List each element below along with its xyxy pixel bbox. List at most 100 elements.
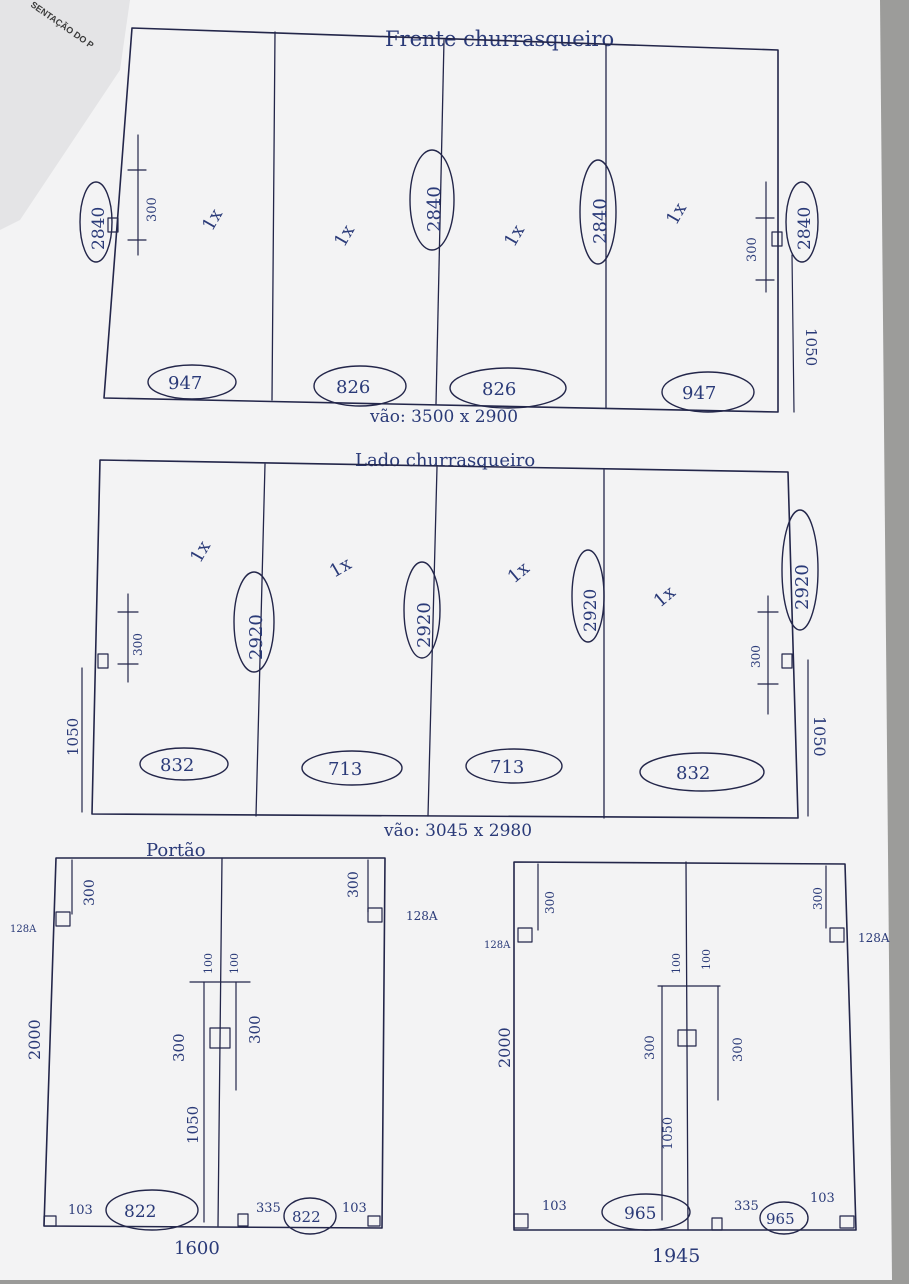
side-footer: vão: 3045 x 2980 xyxy=(383,821,532,841)
gate-right-leaf-2: 965 xyxy=(759,1201,809,1235)
front-width-2: 826 xyxy=(313,365,407,407)
gate-left-center-b: 100 xyxy=(228,953,241,974)
side-height-4: 2920 xyxy=(781,509,819,631)
side-handle-right: 1050 xyxy=(810,716,829,757)
front-handle-line xyxy=(791,254,795,413)
gate-right-hinge-right-label: 128A xyxy=(858,931,890,945)
gate-left-leaf-1: 822 xyxy=(105,1189,199,1231)
gate-left-handle: 1050 xyxy=(184,1106,202,1144)
gate-left-center-a: 100 xyxy=(202,953,215,974)
gate-left-hinge-left xyxy=(55,911,71,927)
gate-left-frame xyxy=(43,857,386,1229)
svg-text:2840: 2840 xyxy=(795,207,815,250)
gate-right-lock-b: 300 xyxy=(731,1037,746,1062)
svg-text:2840: 2840 xyxy=(89,207,109,250)
front-width-3: 826 xyxy=(449,367,567,409)
gate-right-center-b: 100 xyxy=(700,949,713,970)
svg-text:826: 826 xyxy=(336,377,370,398)
gate-right-corner-label-right: 103 xyxy=(810,1191,835,1206)
gate-left-title: Portão xyxy=(146,840,206,861)
gate-right-height: 2000 xyxy=(495,1027,514,1068)
front-title: Frente churrasqueiro xyxy=(385,27,614,51)
side-height-1: 2920 xyxy=(233,571,275,673)
gate-left-lock-box xyxy=(209,1027,231,1049)
gate-right-lock-a: 300 xyxy=(643,1035,658,1060)
gate-left-gap: 335 xyxy=(256,1201,281,1216)
gate-left-hinge-left-label: 128A xyxy=(10,924,37,935)
front-lock-left: 300 xyxy=(107,134,160,256)
gate-left-bolt xyxy=(237,1213,249,1227)
gate-right-corner-label-left: 103 xyxy=(542,1199,567,1214)
front-width-1: 947 xyxy=(147,364,237,400)
svg-text:832: 832 xyxy=(160,755,194,776)
front-frame xyxy=(103,27,779,413)
svg-text:822: 822 xyxy=(124,1202,156,1222)
front-divider-1 xyxy=(271,31,276,401)
front-handle-height: 1050 xyxy=(802,328,820,366)
folded-corner-sheet xyxy=(0,0,130,230)
svg-text:2920: 2920 xyxy=(246,614,267,660)
front-height-2: 2840 xyxy=(409,149,455,251)
svg-text:2920: 2920 xyxy=(792,564,813,610)
front-lock-right: 300 xyxy=(745,181,783,293)
svg-text:947: 947 xyxy=(682,383,716,404)
svg-text:713: 713 xyxy=(328,759,362,780)
gate-left-leaf-2: 822 xyxy=(283,1197,337,1235)
gate-left-width-total: 1600 xyxy=(174,1238,220,1259)
svg-text:965: 965 xyxy=(624,1204,656,1224)
gate-left-corner-label-right: 103 xyxy=(342,1201,367,1216)
gate-right-frame xyxy=(513,861,857,1231)
svg-text:2920: 2920 xyxy=(414,602,435,648)
gate-left-corner-left xyxy=(43,1215,57,1227)
gate-right-handle: 1050 xyxy=(661,1117,676,1150)
side-lock-left: 300 xyxy=(97,593,145,683)
gate-right-lock-box xyxy=(677,1029,697,1047)
side-lock-right-offset: 300 xyxy=(749,645,763,668)
gate-right-hinge-left-label: 128A xyxy=(484,940,511,951)
side-lock-right: 300 xyxy=(749,595,793,715)
side-width-3: 713 xyxy=(465,748,563,784)
side-lock-left-offset: 300 xyxy=(131,633,145,656)
side-width-2: 713 xyxy=(301,750,403,786)
svg-text:826: 826 xyxy=(482,379,516,400)
front-lock-left-offset: 300 xyxy=(145,197,160,222)
gate-right-gap: 335 xyxy=(734,1199,759,1214)
svg-text:2920: 2920 xyxy=(581,589,601,632)
front-height-4: 2840 xyxy=(785,181,819,263)
front-height-1: 2840 xyxy=(79,181,113,263)
gate-left-corner-label-left: 103 xyxy=(68,1203,93,1218)
gate-right-leaf-1: 965 xyxy=(601,1193,691,1231)
side-height-3: 2920 xyxy=(571,549,605,643)
svg-text:713: 713 xyxy=(490,757,524,778)
gate-left-height: 2000 xyxy=(25,1019,44,1060)
side-frame xyxy=(91,459,799,819)
svg-text:2840: 2840 xyxy=(590,198,611,244)
gate-left-top-offset-left: 300 xyxy=(82,879,98,906)
gate-left-top-offset-right: 300 xyxy=(346,871,362,898)
side-divider-1 xyxy=(255,463,266,817)
gate-right-top-offset-left: 300 xyxy=(543,891,557,914)
svg-text:822: 822 xyxy=(292,1208,321,1226)
gate-left-corner-right xyxy=(367,1215,381,1227)
gate-left-lock-b: 300 xyxy=(246,1015,264,1044)
gate-right-bolt xyxy=(711,1217,723,1231)
side-divider-2 xyxy=(427,466,438,817)
front-footer: vão: 3500 x 2900 xyxy=(369,407,518,427)
side-height-2: 2920 xyxy=(403,561,441,659)
gate-right-hinge-left xyxy=(517,927,533,943)
gate-right-width-total: 1945 xyxy=(652,1245,700,1267)
gate-left-hinge-right-label: 128A xyxy=(406,909,438,923)
svg-text:947: 947 xyxy=(168,373,202,394)
svg-text:2840: 2840 xyxy=(424,186,445,232)
gate-left-hinge-right xyxy=(367,907,383,923)
gate-right-top-offset-right: 300 xyxy=(811,887,825,910)
front-divider-2 xyxy=(435,39,445,405)
gate-left-center-line xyxy=(217,857,223,1227)
side-width-4: 832 xyxy=(639,752,765,792)
svg-text:832: 832 xyxy=(676,763,710,784)
svg-text:965: 965 xyxy=(766,1210,795,1228)
paper-sheet xyxy=(0,0,892,1280)
side-width-1: 832 xyxy=(139,747,229,781)
